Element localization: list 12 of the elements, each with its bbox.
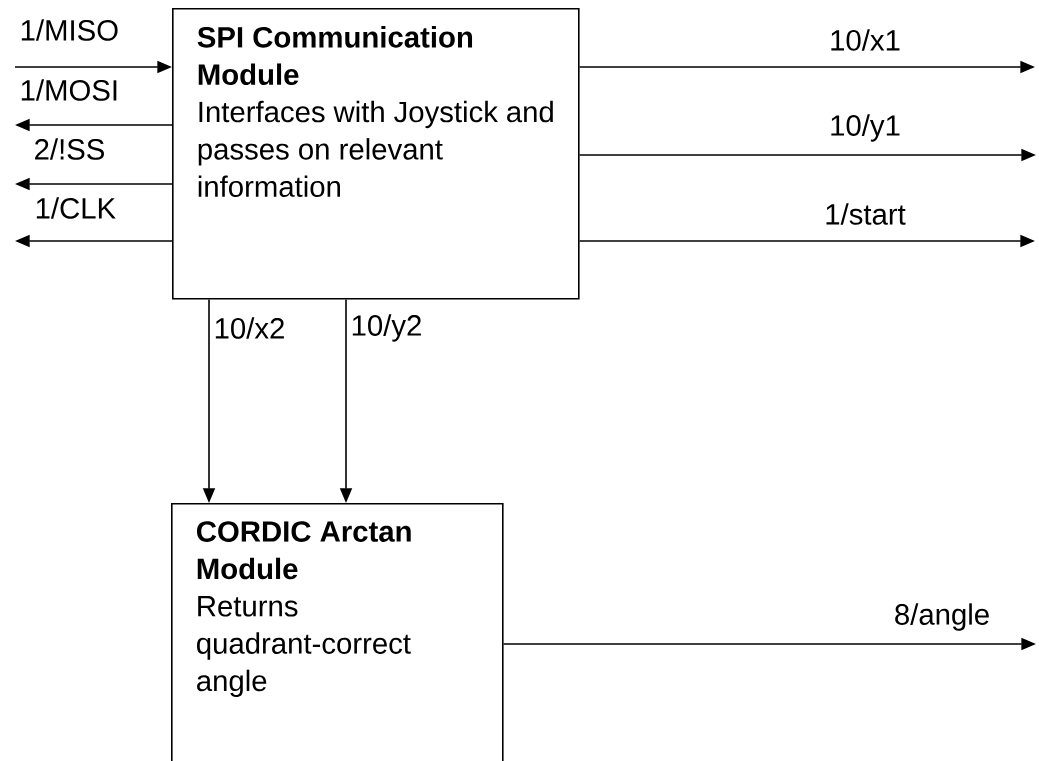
edge-label: 1/start <box>822 201 908 227</box>
module-box: SPI Communication Module Interfaces with Joystick and passes on relevant information <box>172 8 580 300</box>
edge-label: 10/x1 <box>827 27 903 53</box>
edge-label: 10/y1 <box>827 113 903 143</box>
edge-label: 1/MOSI <box>18 77 121 103</box>
module-box: CORDIC Arctan Module Returns quadrant-correct angle <box>171 503 504 761</box>
edge-label: 2/!SS <box>32 136 107 162</box>
edge-label: 10/y2 <box>349 313 424 343</box>
edge-label: 1/MISO <box>18 17 121 43</box>
edge-label: 1/CLK <box>33 195 118 221</box>
edge-label: 8/angle <box>892 602 992 632</box>
edge-label: 10/x2 <box>212 315 287 341</box>
